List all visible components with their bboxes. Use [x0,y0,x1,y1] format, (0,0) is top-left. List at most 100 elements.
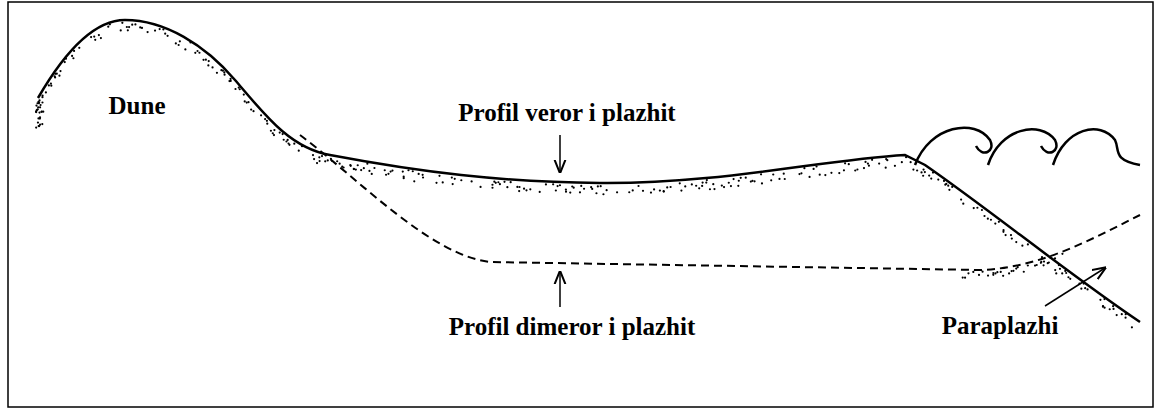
sand-dot [435,182,437,184]
sand-dot [930,177,932,179]
sand-dot [1040,261,1042,263]
sand-dot [960,199,962,201]
sand-dot [1112,308,1114,310]
sand-dot [38,111,40,113]
sand-dot [353,168,355,170]
sand-dot [565,191,567,193]
sand-dot [41,101,43,103]
sand-dot [1002,231,1004,233]
sand-dot [670,186,672,188]
sand-dot [1131,326,1133,328]
sand-dot [1061,272,1063,274]
sand-dot [121,22,123,24]
sand-dot [422,176,424,178]
sand-dot [819,174,821,176]
sand-dot [753,180,755,182]
sand-dot [798,173,800,175]
sand-dot [947,185,949,187]
sand-dot [653,188,655,190]
sand-dot [760,173,762,175]
sand-dot [418,173,420,175]
sand-dot [1027,243,1029,245]
sand-dot [58,75,60,77]
sand-dot [1042,264,1044,266]
sand-dot [50,83,52,85]
sand-dot [479,186,481,188]
sand-dot [962,277,964,279]
sand-dot [701,185,703,187]
sand-dot [1069,278,1071,280]
sand-dot [600,185,602,187]
sand-dot [1002,275,1004,277]
sand-dot [772,173,774,175]
sand-dot [298,150,300,152]
sand-dot [403,177,405,179]
sand-dot [90,36,92,38]
offshore-label: Paraplazhi [942,312,1059,341]
sand-dot [321,155,323,157]
sand-dot [992,272,994,274]
sand-dot [98,34,100,36]
sand-dot [637,185,639,187]
sand-dot [385,174,387,176]
sand-dot [928,174,930,176]
sand-dot [349,164,351,166]
sand-dot [591,188,593,190]
sand-dot [981,209,983,211]
sand-dot [864,161,866,163]
sand-dot [987,274,989,276]
sand-dot [260,114,262,116]
sand-dot [228,80,230,82]
sand-dot [976,207,978,209]
sand-dot [313,158,315,160]
sand-dot [1011,237,1013,239]
sand-dot [830,172,832,174]
sand-dot [50,85,52,87]
sand-dot [390,171,392,173]
sand-dot [134,23,136,25]
sand-dot [565,189,567,191]
sand-dot [1102,305,1104,307]
sand-dot [412,170,414,172]
sand-dot [175,42,177,44]
sand-dot [37,108,39,110]
sand-dot [391,169,393,171]
sand-dot [48,84,50,86]
sand-dot [916,169,918,171]
sand-dot [663,190,665,192]
sand-dot [1012,270,1014,272]
sand-dot [745,177,747,179]
sand-dot [93,35,95,37]
sand-dot [36,102,38,104]
sand-dot [783,173,785,175]
sand-dot [545,183,547,185]
sand-dot [712,183,714,185]
sand-dot [229,78,231,80]
sand-dot [659,189,661,191]
sand-dot [983,215,985,217]
sand-dot [994,222,996,224]
sand-dot [178,44,180,46]
sand-dot [994,272,996,274]
sand-dot [573,187,575,189]
sand-dot [706,179,708,181]
sand-dot [342,166,344,168]
sand-dot [1109,308,1111,310]
sand-dot [812,168,814,170]
waves [915,128,1140,165]
sand-dot [886,159,888,161]
sand-dot [555,189,557,191]
sand-dot [499,183,501,185]
sand-dot [438,175,440,177]
sand-dot [516,186,518,188]
sand-dot [454,178,456,180]
sand-dot [996,271,998,273]
sand-dot [363,167,365,169]
sand-dot [751,180,753,182]
sand-dot [452,183,454,185]
sand-dot [216,72,218,74]
sand-dot [1065,272,1067,274]
sand-dot [166,35,168,37]
sand-dot [800,172,802,174]
